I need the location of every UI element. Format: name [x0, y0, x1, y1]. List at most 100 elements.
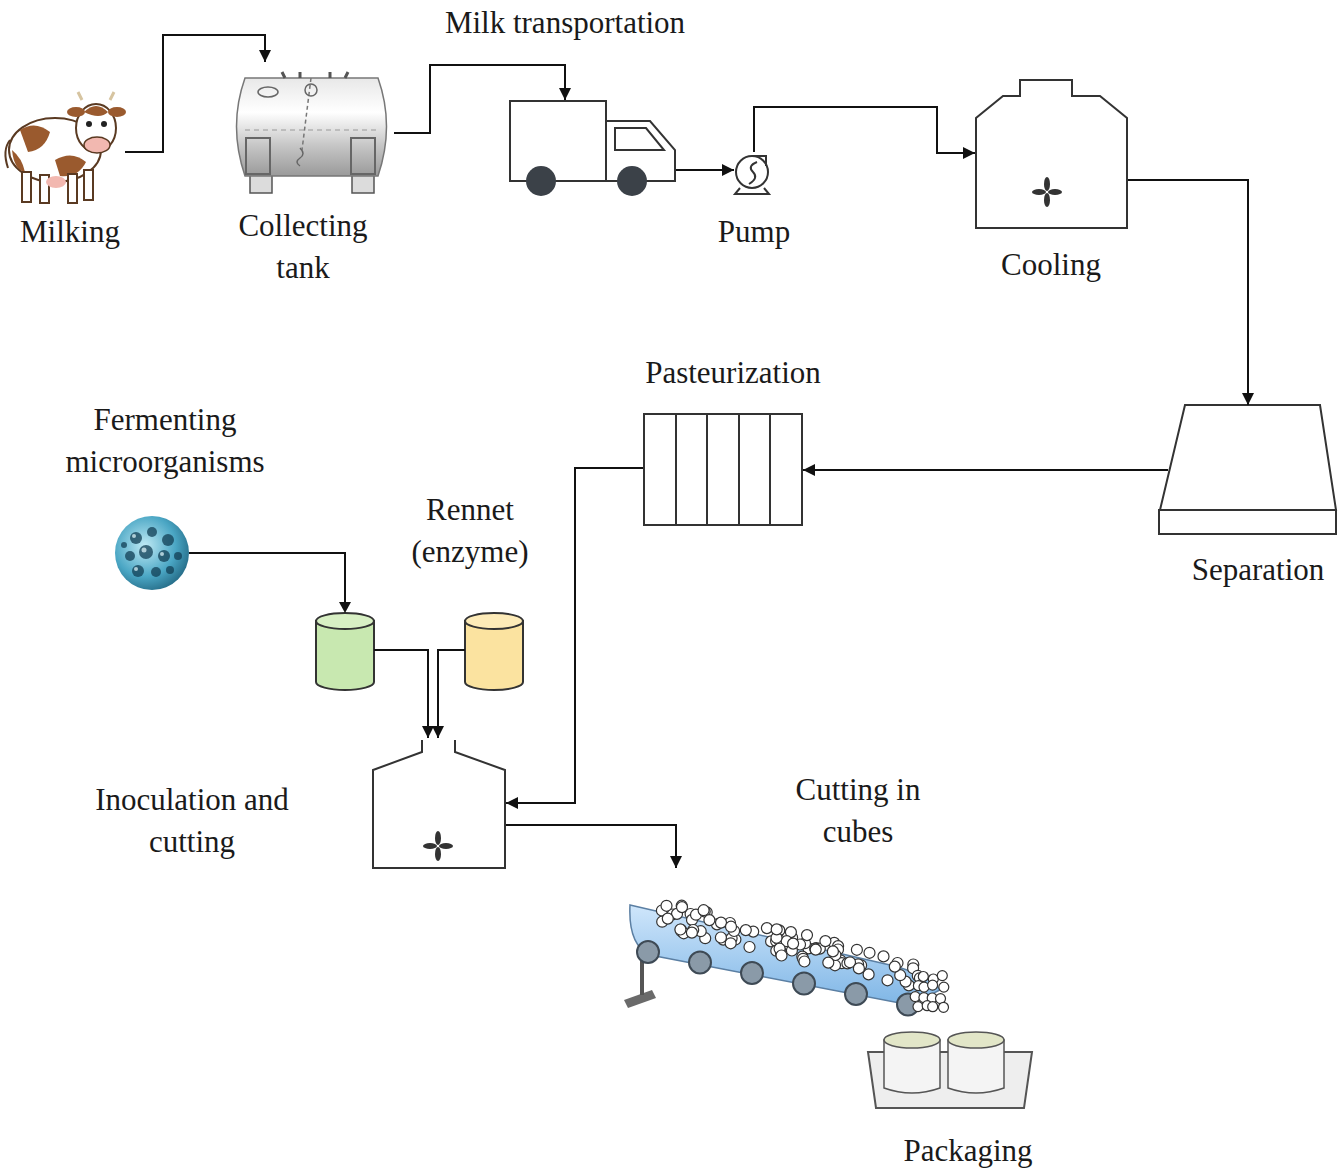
microorganism-source: Fermenting microorganisms [115, 516, 189, 590]
collecting-tank-illustration [237, 72, 387, 193]
collecting-tank: Collecting tank [228, 62, 394, 193]
microorganism-sphere-part-part [134, 567, 138, 571]
conveyor-illustration-part-part [741, 962, 763, 984]
cow-illustration-part [86, 121, 92, 127]
pump-symbol-part [736, 156, 768, 188]
microorganism-sphere-part [115, 516, 189, 590]
microorganism-sphere-part-part [139, 545, 153, 559]
heat-exchanger-plates-part [676, 414, 770, 525]
conveyor-illustration-part-part [937, 971, 947, 981]
conveyor-illustration-part-part [928, 1002, 938, 1012]
truck-illustration-part [615, 128, 664, 150]
step-label: Cutting in cubes [773, 769, 943, 853]
cooling-vessel-part-part [1044, 177, 1050, 191]
step-label: Milking [20, 211, 120, 253]
conveyor-illustration-part-part [845, 983, 867, 1005]
milk-truck: Milk transportation [510, 100, 676, 196]
packaging-illustration-part [884, 1032, 940, 1048]
microorganism-sphere-part-part [162, 534, 174, 546]
conveyor-illustration-part-part [882, 975, 893, 986]
packaging-tray: Packaging [866, 1032, 1034, 1112]
conveyor-illustration-part [630, 905, 940, 1005]
pump-symbol-part [735, 188, 769, 194]
collecting-tank-illustration-part [258, 87, 278, 97]
conveyor-illustration-part-part [918, 972, 928, 982]
conveyor-illustration-part-part [878, 951, 889, 962]
collecting-tank-illustration-part [246, 138, 270, 174]
cooling-vessel [976, 80, 1127, 228]
microorganism-sphere-part [132, 534, 164, 571]
step-label: Fermenting microorganisms [45, 399, 285, 483]
pump-symbol [735, 156, 769, 194]
cow-illustration-part [67, 107, 85, 117]
cow-illustration-part [12, 150, 25, 172]
flow-arrow [438, 650, 465, 738]
conveyor-illustration-part-part [704, 915, 715, 926]
truck-illustration-part [617, 166, 647, 196]
cooling-vessel-part [976, 80, 1127, 228]
milking-step: Milking [5, 95, 125, 205]
conveyor-illustration-part-part [661, 900, 672, 911]
flow-arrow [803, 469, 1168, 471]
starter-culture-container [316, 602, 374, 690]
conveyor-illustration-part-part [698, 905, 709, 916]
step-label: Pasteurization [645, 352, 821, 394]
microorganism-sphere-part-part [130, 532, 142, 544]
conveyor-illustration-part-part [889, 961, 900, 972]
flow-arrow [394, 65, 565, 133]
conveyor-illustration-part-part [820, 936, 831, 947]
conveyor-illustration-part-part [810, 943, 821, 954]
microorganism-sphere-part-part [160, 552, 164, 556]
microorganism-sphere-part [121, 527, 182, 577]
conveyor-illustration-part-part [793, 973, 815, 995]
conveyor-illustration [624, 900, 949, 1015]
conveyor-illustration-part-part [776, 950, 787, 961]
cooling-vessel-part [1032, 177, 1062, 207]
rennet-container [465, 613, 523, 690]
conveyor-illustration-part-part [928, 980, 938, 990]
inoculation-vat-part-part [435, 831, 441, 845]
rennet-container: Rennet (enzyme) [465, 612, 523, 692]
cow-illustration [5, 92, 126, 203]
collecting-tank-illustration-part [237, 78, 387, 176]
flow-arrow [1128, 180, 1248, 405]
flow-arrow [125, 35, 265, 152]
flow-arrow [506, 825, 676, 868]
microorganism-sphere [115, 516, 189, 590]
step-label: Separation [1192, 549, 1325, 591]
collecting-tank-illustration-part [245, 130, 380, 131]
truck-illustration-part [526, 166, 556, 196]
pump: Pump [734, 152, 772, 194]
conveyor-illustration-part-part [675, 924, 686, 935]
cow-illustration-part [68, 174, 77, 203]
cow-illustration-part [101, 121, 107, 127]
step-label: Milk transportation [445, 2, 685, 44]
cow-illustration-part [84, 106, 108, 116]
microorganism-sphere-part-part [166, 566, 174, 574]
cow-illustration-part [84, 170, 93, 200]
cooling-vessel-part-part [1048, 189, 1062, 195]
rennet-container-part [465, 621, 523, 690]
conveyor-illustration-part-part [675, 924, 686, 935]
collecting-tank-illustration-part [302, 78, 311, 150]
collecting-tank-illustration-part [297, 148, 303, 166]
conveyor-illustration-part-part [744, 942, 755, 953]
flow-arrow [754, 107, 975, 153]
pump-symbol-part [749, 162, 757, 184]
cooling-vessel: Cooling [975, 80, 1128, 229]
microorganism-sphere-part-part [158, 550, 170, 562]
step-label: Cooling [1001, 244, 1101, 286]
inoculation-vat-part [373, 740, 505, 868]
cow-illustration-part [78, 92, 114, 100]
cow-illustration-part [46, 176, 66, 188]
step-label: Collecting tank [218, 205, 388, 289]
inoculation-vat-part [423, 831, 453, 861]
conveyor-illustration-part-part [686, 927, 697, 938]
conveyor-illustration-part-part [677, 902, 688, 913]
flow-arrow [676, 169, 734, 171]
conveyor-illustration-part-part [864, 947, 875, 958]
microorganism-sphere-part-part [174, 552, 182, 560]
separator: Separation [1158, 405, 1337, 535]
cow-illustration-part [84, 137, 110, 153]
